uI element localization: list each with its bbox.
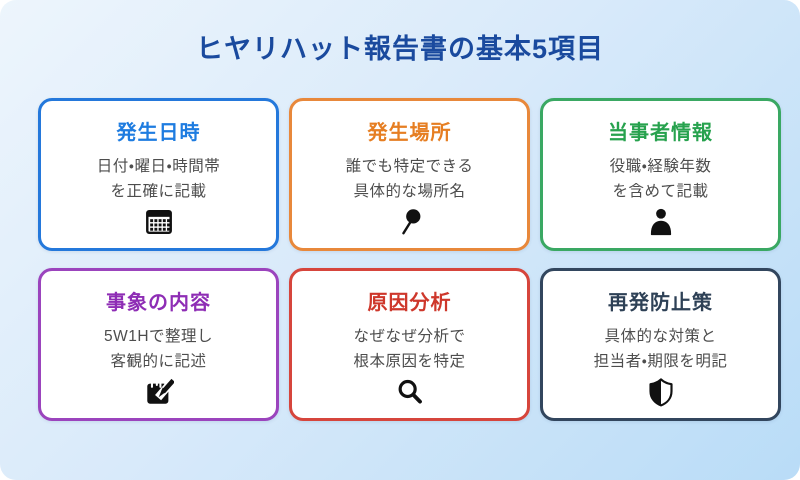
card-description: 5W1Hで整理し 客観的に記述 — [104, 324, 213, 374]
cards-grid: 発生日時 日付・曜日・時間帯 を正確に記載 発生場所 — [38, 98, 781, 421]
card-title: 発生日時 — [116, 122, 201, 144]
card-description: 具体的な対策と 担当者・期限を明記 — [594, 324, 728, 374]
card-prevention-measures: 再発防止策 具体的な対策と 担当者・期限を明記 — [540, 268, 781, 421]
card-occurrence-location: 発生場所 誰でも特定できる 具体的な場所名 — [289, 98, 530, 251]
description-line: を正確に記載 — [110, 183, 207, 201]
page-title: ヒヤリハット報告書の基本5項目 — [195, 34, 604, 64]
card-event-content: 事象の内容 5W1Hで整理し 客観的に記述 — [38, 268, 279, 421]
card-description: 日付・曜日・時間帯 を正確に記載 — [97, 154, 221, 204]
card-cause-analysis: 原因分析 なぜなぜ分析で 根本原因を特定 — [289, 268, 530, 421]
description-line: 根本原因を特定 — [353, 353, 466, 371]
pin-icon — [394, 206, 426, 238]
description-line: なぜなぜ分析で — [353, 328, 466, 345]
card-title: 事象の内容 — [106, 292, 211, 314]
calendar-icon — [143, 206, 175, 238]
card-title: 当事者情報 — [608, 122, 713, 144]
card-occurrence-datetime: 発生日時 日付・曜日・時間帯 を正確に記載 — [38, 98, 279, 251]
description-line: 5W1Hで整理し — [103, 328, 214, 345]
card-description: なぜなぜ分析で 根本原因を特定 — [353, 324, 465, 374]
description-line: 担当者・期限を明記 — [593, 353, 728, 371]
description-line: 具体的な対策と — [604, 328, 717, 345]
card-title: 発生場所 — [367, 122, 452, 144]
description-line: 誰でも特定できる — [345, 158, 474, 175]
card-description: 役職・経験年数 を含めて記載 — [610, 154, 712, 204]
description-line: 具体的な場所名 — [353, 183, 466, 201]
card-title: 原因分析 — [367, 292, 452, 314]
description-line: 役職・経験年数 — [609, 158, 712, 175]
description-line: 日付・曜日・時間帯 — [96, 158, 221, 175]
person-icon — [645, 206, 677, 238]
card-title: 再発防止策 — [608, 292, 713, 314]
shield-icon — [645, 376, 677, 408]
card-description: 誰でも特定できる 具体的な場所名 — [346, 154, 474, 204]
magnifier-icon — [394, 376, 426, 408]
card-party-info: 当事者情報 役職・経験年数 を含めて記載 — [540, 98, 781, 251]
memo-pen-icon — [143, 376, 175, 408]
description-line: を含めて記載 — [612, 183, 709, 201]
description-line: 客観的に記述 — [110, 353, 207, 371]
